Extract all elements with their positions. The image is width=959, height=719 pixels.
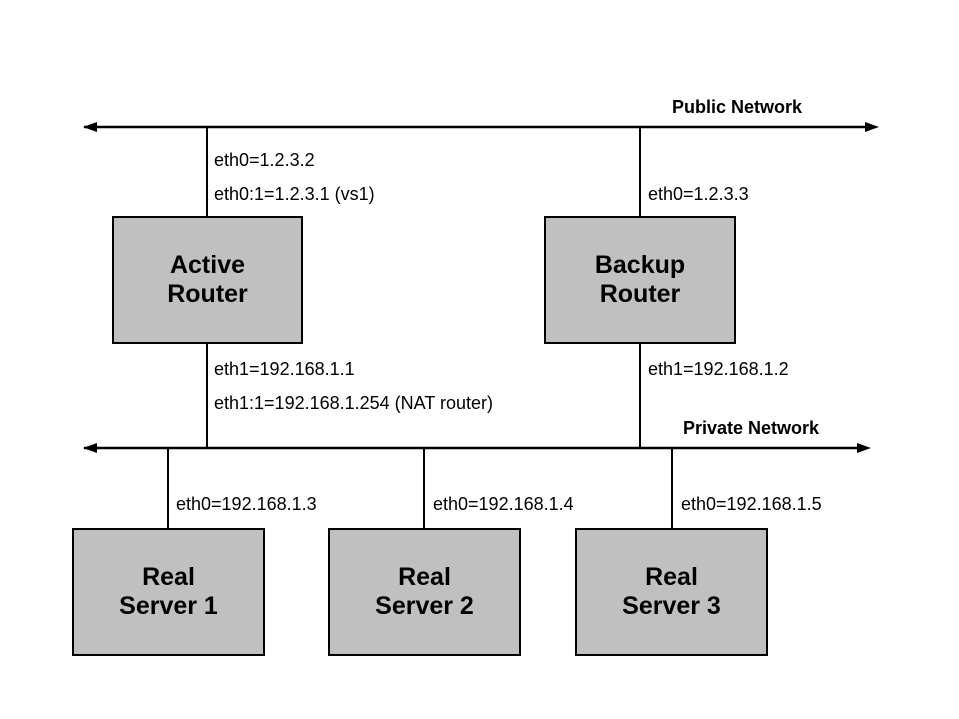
iface-label-backup-private-eth1: eth1=192.168.1.2 — [648, 359, 789, 379]
node-real-server-2[interactable]: Real Server 2 — [328, 528, 521, 656]
node-real-server-1-line-2: Server 1 — [119, 592, 218, 620]
iface-label-real-server-1-eth0: eth0=192.168.1.3 — [176, 494, 317, 514]
node-real-server-1[interactable]: Real Server 1 — [72, 528, 265, 656]
node-backup-router-line-1: Backup — [594, 250, 686, 279]
node-real-server-2-line-1: Real — [398, 562, 451, 591]
node-backup-router[interactable]: Backup Router — [544, 216, 736, 344]
node-active-router-line-2: Router — [167, 280, 248, 308]
iface-label-active-private-eth1: eth1=192.168.1.1 — [214, 359, 355, 379]
iface-label-active-public-eth0-alias: eth0:1=1.2.3.1 (vs1) — [214, 184, 375, 204]
node-backup-router-line-2: Router — [599, 280, 681, 308]
node-active-router-line-1: Active — [169, 250, 246, 279]
iface-label-real-server-2-eth0: eth0=192.168.1.4 — [433, 494, 574, 514]
iface-label-real-server-3-eth0: eth0=192.168.1.5 — [681, 494, 822, 514]
node-real-server-3-line-2: Server 3 — [622, 592, 721, 620]
iface-label-backup-public-eth0: eth0=1.2.3.3 — [648, 184, 749, 204]
iface-label-active-public-eth0: eth0=1.2.3.2 — [214, 150, 315, 170]
node-active-router[interactable]: Active Router — [112, 216, 303, 344]
private-network-label: Private Network — [683, 418, 820, 438]
iface-label-active-private-eth1-alias: eth1:1=192.168.1.254 (NAT router) — [214, 393, 494, 413]
node-real-server-3-line-1: Real — [645, 562, 698, 591]
node-real-server-1-line-1: Real — [142, 562, 195, 591]
node-real-server-3[interactable]: Real Server 3 — [575, 528, 768, 656]
node-real-server-2-line-2: Server 2 — [375, 592, 474, 620]
public-network-label: Public Network — [672, 97, 803, 117]
